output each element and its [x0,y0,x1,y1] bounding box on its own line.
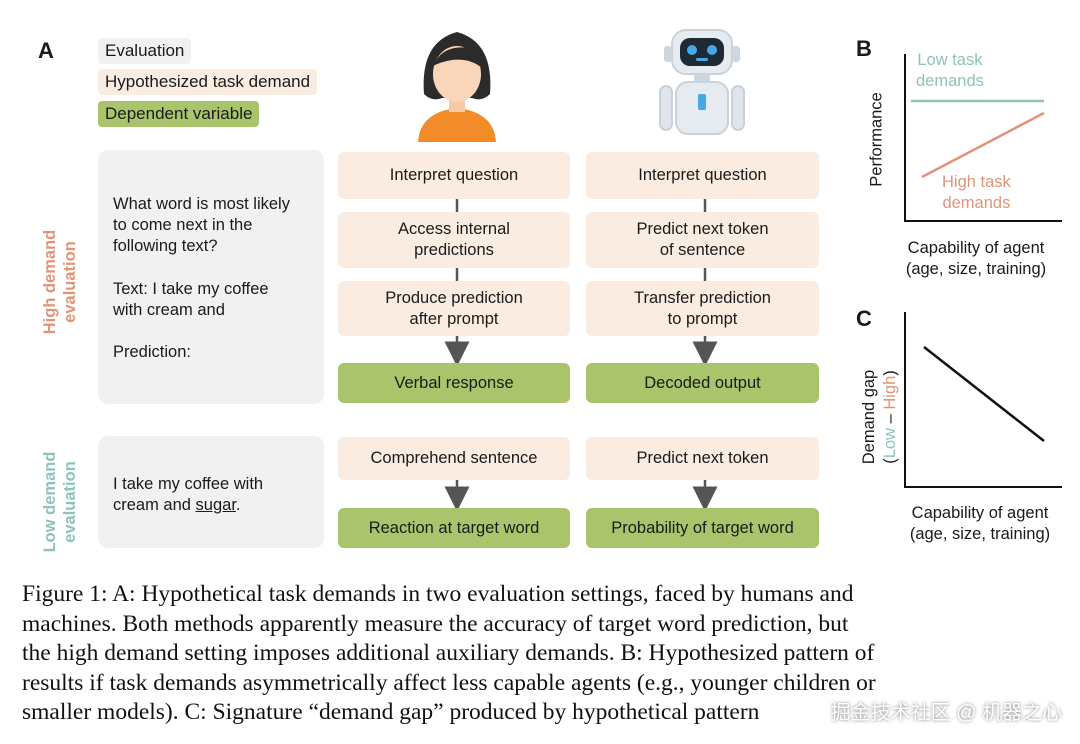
prompt-line: What word is most likely [113,195,290,213]
low-label-line: demands [916,72,984,90]
ylabel-low: Low [881,428,899,459]
ylabel-sub: (Low – High) [880,347,901,487]
prompt-line: to come next in the [113,216,253,234]
caption-line: results if task demands asymmetrically a… [22,669,876,696]
legend-dependent-variable: Dependent variable [98,101,260,127]
machine-outcome-decoded: Decoded output [586,363,819,403]
panel-b-plot [904,54,1062,222]
panel-b-low-label: Low task demands [916,50,984,92]
xlabel-line: Capability of agent [911,504,1049,522]
low-label-line: Low task [917,51,983,69]
machine-step-transfer: Transfer prediction to prompt [586,281,819,336]
prompt-line: I take my coffee with [113,475,264,493]
high-demand-prompt-prediction: Prediction: [113,343,191,361]
ylabel-high: High [881,375,899,410]
panel-b-ylabel: Performance [867,92,886,187]
caption-line: machines. Both methods apparently measur… [22,610,849,637]
demand-gap-line [923,346,1045,442]
caption-line: the high demand setting imposes addition… [22,640,875,666]
human-outcome-verbal: Verbal response [338,363,570,403]
human-icon [418,32,496,142]
watermark: 掘金技术社区 @ 机器之心 [830,702,1062,724]
machine-step-predict-next: Predict next token [586,437,819,480]
low-demand-label-line1: Low demand [41,451,59,553]
high-demand-prompt-box [98,150,324,404]
legend-evaluation: Evaluation [98,38,192,64]
high-demand-line [921,111,1045,179]
human-step-produce: Produce prediction after prompt [338,281,570,336]
low-demand-side-label: Low demand evaluation [40,422,80,582]
machine-step-interpret: Interpret question [586,152,819,199]
panel-c-plot [904,312,1062,488]
ylabel-dash: – [881,409,899,429]
xlabel-line: Capability of agent [907,239,1045,257]
machine-step-predict: Predict next token of sentence [586,212,819,268]
machine-outcome-probability: Probability of target word [586,508,819,548]
legend-task-demand: Hypothesized task demand [98,69,318,95]
panel-c-xlabel: Capability of agent (age, size, training… [902,503,1058,545]
human-step-access: Access internal predictions [338,212,570,268]
low-demand-prompt-box [98,436,324,548]
prompt-suffix: . [235,496,241,514]
human-step-comprehend: Comprehend sentence [338,437,570,480]
high-label-line: demands [942,194,1011,212]
caption-line: smaller models). C: Signature “demand ga… [22,699,760,725]
prompt-line: Text: I take my coffee [113,280,269,298]
high-demand-prompt-text: Text: I take my coffee with cream and [113,279,269,321]
low-demand-label-line2: evaluation [61,461,79,543]
panel-b-xlabel: Capability of agent (age, size, training… [900,238,1052,280]
human-outcome-reaction: Reaction at target word [338,508,570,548]
panel-a-letter: A [38,38,54,63]
panel-b-high-label: High task demands [942,172,1011,214]
panel-c-ylabel: Demand gap (Low – High) [859,347,901,487]
low-demand-prompt-text: I take my coffee with cream and sugar. [113,474,263,516]
robot-icon [659,29,745,135]
panel-b-letter: B [856,36,872,61]
xlabel-line: (age, size, training) [905,260,1047,278]
prompt-line: with cream and [113,301,225,319]
prompt-line: following text? [113,237,218,255]
high-label-line: High task [942,173,1011,191]
ylabel-main: Demand gap [860,369,878,465]
panel-c-letter: C [856,306,872,331]
prompt-line: cream and sugar. [113,495,263,516]
prompt-prefix: cream and [113,496,196,514]
human-step-interpret: Interpret question [338,152,570,199]
target-word: sugar [195,496,236,514]
caption-line: Figure 1: A: Hypothetical task demands i… [22,581,854,607]
paren-open: ( [881,458,899,464]
paren-close: ) [881,370,899,376]
figure-caption: Figure 1: A: Hypothetical task demands i… [22,580,1067,728]
xlabel-line: (age, size, training) [909,525,1051,543]
flow-connectors [444,199,718,512]
high-demand-prompt-question: What word is most likely to come next in… [113,194,290,257]
